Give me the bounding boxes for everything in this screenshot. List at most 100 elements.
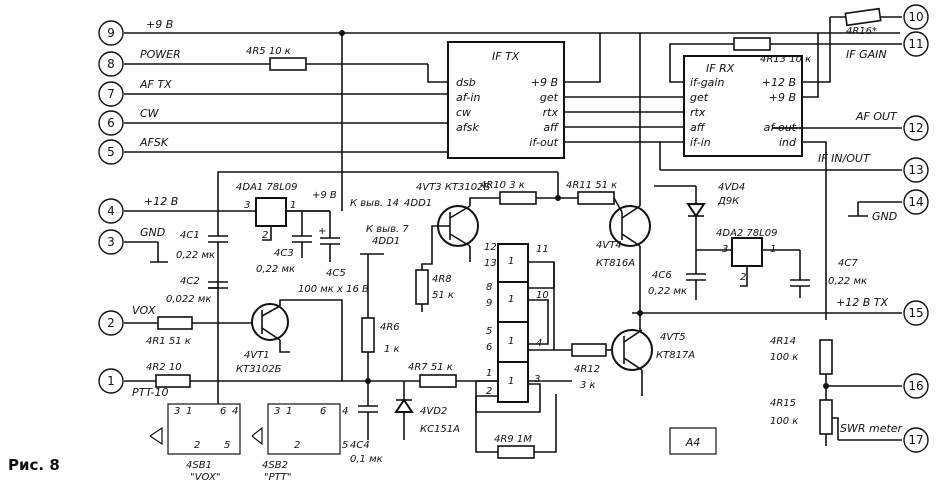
vt3-label: 4VT3 КТ3102Б xyxy=(416,182,491,193)
terminal-12-id: 12 xyxy=(908,121,923,135)
terminal-1-label: PTT-10 xyxy=(132,386,168,399)
r14-name: 4R14 xyxy=(770,336,796,347)
r10-label: 4R10 3 к xyxy=(480,180,525,191)
terminal-2-id: 2 xyxy=(107,316,115,330)
r6-name: 4R6 xyxy=(380,322,400,333)
svg-text:6: 6 xyxy=(320,406,326,417)
terminal-3-label: GND xyxy=(140,226,165,239)
if-rx-pin-get: get xyxy=(690,91,709,104)
vd4-name: 4VD4 xyxy=(718,182,745,193)
if-tx-pin-if-out: if-out xyxy=(529,136,558,149)
if-tx-title: IF TX xyxy=(492,50,520,63)
terminal-11-label: IF GAIN xyxy=(846,48,887,61)
sb1-tag: "VOX" xyxy=(190,472,221,480)
terminal-7-label: AF TX xyxy=(139,78,172,91)
c1-value: 0,22 мк xyxy=(176,250,215,261)
svg-text:5: 5 xyxy=(342,440,348,451)
da1-pin3: 3 xyxy=(244,200,250,211)
svg-text:1: 1 xyxy=(286,406,292,417)
terminal-17-id: 17 xyxy=(908,433,923,447)
terminal-12-label: AF OUT xyxy=(855,110,898,123)
terminal-6: 6 CW xyxy=(98,107,448,136)
terminal-5-id: 5 xyxy=(107,145,115,159)
k14-chip: 4DD1 xyxy=(404,198,432,209)
sb2-name: 4SB2 xyxy=(262,460,288,471)
svg-text:6: 6 xyxy=(486,342,492,353)
terminal-11-id: 11 xyxy=(908,37,923,51)
if-rx-pin-if-gain: if-gain xyxy=(690,76,724,89)
r16-label: 4R16* xyxy=(846,26,877,37)
c4-name: 4C4 xyxy=(350,440,370,451)
terminal-9-label: +9 В xyxy=(146,18,173,31)
vd4-type: Д9К xyxy=(717,196,740,207)
vt4-transistor: 4VT4 КТ816А xyxy=(596,205,651,269)
r12-name: 4R12 xyxy=(574,364,600,375)
terminal-6-label: CW xyxy=(140,107,160,120)
terminal-16-id: 16 xyxy=(908,379,923,393)
if-rx-title: IF RX xyxy=(706,62,735,75)
r6-value: 1 к xyxy=(384,344,400,355)
terminal-17-label: SWR meter xyxy=(840,422,904,435)
svg-text:3: 3 xyxy=(534,374,540,385)
svg-text:+: + xyxy=(318,226,326,237)
svg-text:2: 2 xyxy=(740,272,746,283)
vt3-transistor: 4VT3 КТ3102Б xyxy=(416,182,491,247)
terminal-4-id: 4 xyxy=(107,204,115,218)
if-rx-block: IF RX if-gain get rtx aff if-in +12 В +9… xyxy=(683,55,803,157)
vt4-name: 4VT4 xyxy=(596,240,622,251)
vt1-type: КТ3102Б xyxy=(236,364,282,375)
figure-label: Рис. 8 xyxy=(8,456,60,474)
c5-name: 4C5 xyxy=(326,268,346,279)
da2-label: 4DA2 78L09 xyxy=(716,228,777,239)
if-tx-pin-dsb: dsb xyxy=(456,76,476,89)
r11-label: 4R11 51 к xyxy=(566,180,617,191)
k7-label: К выв. 7 xyxy=(366,224,409,235)
if-tx-pin-afsk: afsk xyxy=(456,121,479,134)
if-rx-pin-12v: +12 В xyxy=(762,76,796,89)
r14-value: 100 к xyxy=(770,352,798,363)
c2-name: 4C2 xyxy=(180,276,200,287)
r9-label: 4R9 1М xyxy=(494,434,532,445)
k14-label: К выв. 14 xyxy=(350,198,399,209)
terminal-15-label: +12 В TX xyxy=(836,296,888,309)
terminal-7-id: 7 xyxy=(107,87,115,101)
terminal-5-label: AFSK xyxy=(139,136,169,149)
if-tx-pin-get: get xyxy=(540,91,559,104)
if-tx-pin-af-in: af-in xyxy=(456,91,480,104)
c1-name: 4C1 xyxy=(180,230,200,241)
svg-text:3: 3 xyxy=(174,406,180,417)
terminal-15: 15 +12 В TX xyxy=(632,296,929,326)
svg-text:11: 11 xyxy=(536,244,549,255)
vd2-type: КС151А xyxy=(420,424,460,435)
da1-label: 4DA1 78L09 xyxy=(236,182,297,193)
svg-text:10: 10 xyxy=(536,290,549,301)
svg-text:1: 1 xyxy=(186,406,192,417)
r12-value: 3 к xyxy=(580,380,596,391)
svg-text:6: 6 xyxy=(220,406,226,417)
terminal-6-id: 6 xyxy=(107,116,115,130)
svg-text:9: 9 xyxy=(486,298,492,309)
svg-text:2: 2 xyxy=(486,386,492,397)
r1-label: 4R1 51 к xyxy=(146,336,191,347)
terminal-2: 2 VOX xyxy=(98,304,256,336)
vt4-type: КТ816А xyxy=(596,258,635,269)
da1-pin2: 2 xyxy=(262,230,268,241)
terminal-16: 16 xyxy=(826,373,929,399)
terminal-13: 13 IF IN/OUT xyxy=(660,152,929,183)
k7-chip: 4DD1 xyxy=(372,236,400,247)
r8-name: 4R8 xyxy=(432,274,452,285)
terminal-14: 14 GND xyxy=(848,189,929,223)
r15-name: 4R15 xyxy=(770,398,796,409)
terminal-10-id: 10 xyxy=(908,10,923,24)
svg-text:2: 2 xyxy=(294,440,300,451)
da1-regulator: 4DA1 78L09 3 1 2 +9 В xyxy=(236,182,337,241)
terminal-13-label: IF IN/OUT xyxy=(818,152,871,165)
if-tx-pin-9v: +9 В xyxy=(531,76,558,89)
da1-pin1: 1 xyxy=(290,200,296,211)
terminal-14-label: GND xyxy=(872,210,897,223)
vd2-name: 4VD2 xyxy=(420,406,447,417)
svg-text:4: 4 xyxy=(342,406,348,417)
svg-text:2: 2 xyxy=(194,440,200,451)
if-tx-block: IF TX dsb af-in cw afsk +9 В get rtx aff… xyxy=(447,41,565,159)
r15-value: 100 к xyxy=(770,416,798,427)
